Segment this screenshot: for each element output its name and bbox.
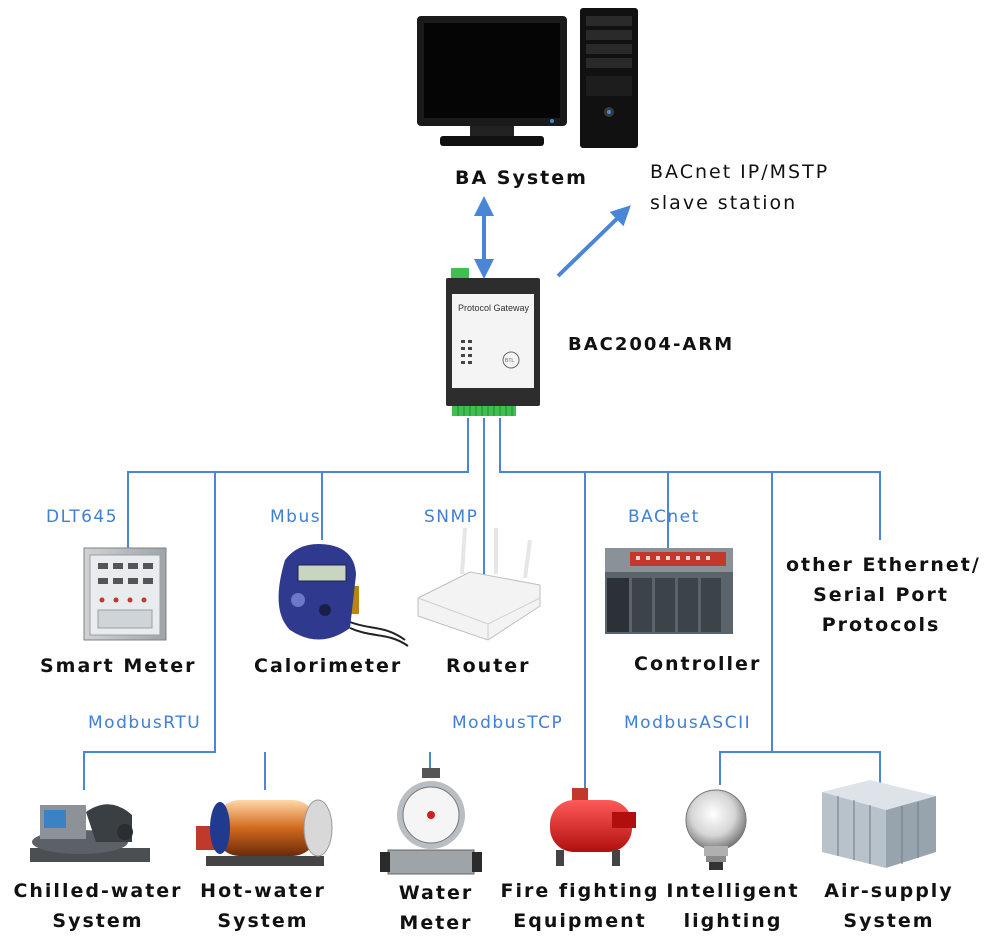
chilled-water-label-line1: Chilled-water [13,880,183,902]
slave-station-label-line2: slave station [650,192,798,214]
slave-station-arrow [556,205,631,278]
chiller-icon [30,804,150,862]
water-meter-icon [380,768,482,875]
fire-fighting-label-line1: Fire fighting [500,880,660,902]
electrical-cabinet-icon [83,547,167,641]
chilled-water-label-line2: System [52,910,144,932]
intelligent-lighting-label-line2: lighting [683,910,783,932]
air-handling-unit-icon [822,780,936,868]
ba-system-label: BA System [455,167,588,189]
plc-controller-icon [605,548,733,634]
router-label: Router [446,655,531,677]
intelligent-lighting-label-line1: Intelligent [666,880,800,902]
router-icon [417,527,541,641]
protocol-modbus-rtu: ModbusRTU [88,713,202,733]
gateway-device-icon: Protocol Gateway BTL [446,268,540,416]
hot-water-label-line2: System [217,910,309,932]
controller-label: Controller [634,653,762,675]
connector-lines [83,418,881,790]
computer-tower-icon [580,8,638,148]
fire-fighting-label-line2: Equipment [513,910,647,932]
hot-water-label-line1: Hot-water [200,880,326,902]
protocol-bacnet: BACnet [628,507,700,527]
other-protocols-label-line1: other Ethernet/ [786,554,981,576]
air-supply-label-line1: Air-supply [824,880,954,902]
water-meter-label-line1: Water [398,882,474,904]
protocol-modbus-tcp: ModbusTCP [452,713,564,733]
boiler-icon [196,799,333,866]
gateway-model-label: BAC2004-ARM [568,334,735,355]
gateway-face-label: Protocol Gateway [458,303,530,313]
protocol-snmp: SNMP [424,507,479,527]
calorimeter-label: Calorimeter [254,655,403,677]
protocol-dlt645: DLT645 [46,507,119,527]
led-bulb-icon [685,789,747,870]
smart-meter-label: Smart Meter [40,655,197,677]
protocol-modbus-ascii: ModbusASCII [624,713,752,733]
btl-mark: BTL [505,358,514,364]
water-meter-label-line2: Meter [399,912,473,934]
fire-fighting-icon [550,788,636,866]
slave-station-label-line1: BACnet IP/MSTP [650,161,830,183]
calorimeter-icon [278,544,409,647]
monitor-icon [417,16,567,146]
air-supply-label-line2: System [843,910,935,932]
other-protocols-label-line2: Serial Port [813,584,949,606]
other-protocols-label-line3: Protocols [821,614,941,636]
protocol-mbus: Mbus [270,507,322,527]
